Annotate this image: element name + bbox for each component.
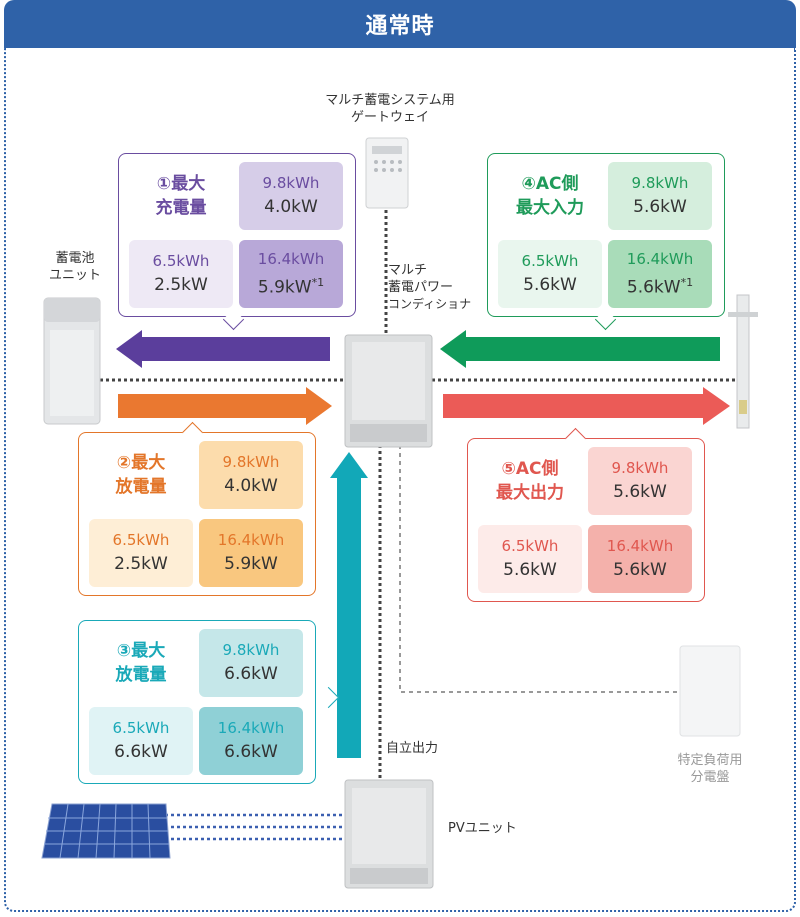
capacity-value: 6.5kWh [521, 252, 579, 270]
spec-box-2: ②最大放電量 9.8kWh 4.0kW 6.5kWh 2.5kW 16.4kWh 5.9kW [78, 432, 316, 596]
capacity-value: 6.5kWh [112, 719, 170, 737]
solar-panel [41, 803, 171, 859]
spec-cell: 6.5kWh 2.5kW [89, 519, 193, 587]
gateway-device [365, 137, 409, 209]
capacity-value: 16.4kWh [606, 537, 674, 555]
battery-unit-label: 蓄電池 ユニット [48, 251, 101, 283]
capacity-value: 9.8kWh [222, 641, 280, 659]
power-value: 6.6kW [224, 664, 278, 684]
spec-cell: 9.8kWh 4.0kW [199, 441, 303, 509]
footnote-mark: *1 [680, 275, 694, 289]
spec-box-4: ④AC側最大入力 9.8kWh 5.6kW 6.5kWh 5.6kW 16.4kWh 5.6… [487, 153, 725, 317]
power-value: 5.9kW [224, 554, 278, 574]
power-value: 2.5kW [154, 275, 208, 295]
capacity-value: 6.5kWh [501, 537, 559, 555]
spec-cell: 6.5kWh 2.5kW [129, 240, 233, 308]
capacity-value: 16.4kWh [626, 249, 694, 268]
power-conditioner-label: マルチ 蓄電パワー コンディショナ [388, 263, 472, 311]
load-panel-device [679, 645, 741, 737]
dotted-frame [4, 48, 796, 912]
power-value: 5.6kW [503, 560, 557, 580]
header-bar: 通常時 [4, 0, 796, 48]
load-panel-line [399, 445, 680, 693]
power-value: 4.0kW [224, 476, 278, 496]
utility-pole [728, 294, 758, 429]
spec-cell: 6.5kWh 5.6kW [478, 525, 582, 593]
power-conditioner-device [344, 334, 433, 448]
spec-box-title: ③最大放電量 [115, 641, 167, 685]
spec-cell: 16.4kWh 6.6kW [199, 707, 303, 775]
spec-cell: 9.8kWh 5.6kW [588, 447, 692, 515]
independent-output-label: 自立出力 [386, 741, 439, 756]
capacity-value: 9.8kWh [262, 174, 320, 192]
spec-cell: 9.8kWh 5.6kW [608, 162, 712, 230]
spec-cell: 6.5kWh 6.6kW [89, 707, 193, 775]
spec-cell: 16.4kWh 5.9kW*1 [239, 240, 343, 308]
spec-box-3: ③最大放電量 9.8kWh 6.6kW 6.5kWh 6.6kW 16.4kWh 6.6kW [78, 620, 316, 784]
power-value: 5.6kW [613, 482, 667, 502]
spec-cell: 16.4kWh 5.9kW [199, 519, 303, 587]
power-value: 6.6kW [114, 742, 168, 762]
page-title: 通常時 [365, 14, 435, 39]
spec-cell: 9.8kWh 4.0kW [239, 162, 343, 230]
spec-box-1: ①最大充電量 9.8kWh 4.0kW 6.5kWh 2.5kW 16.4kWh 5.9kW… [118, 153, 356, 317]
capacity-value: 9.8kWh [611, 459, 669, 477]
capacity-value: 6.5kWh [112, 531, 170, 549]
capacity-value: 9.8kWh [222, 453, 280, 471]
power-value: 2.5kW [114, 554, 168, 574]
spec-box-title: ①最大充電量 [155, 174, 207, 218]
capacity-value: 6.5kWh [152, 252, 210, 270]
charge-arrow [116, 330, 330, 368]
power-value: 5.6kW [613, 560, 667, 580]
power-value: 6.6kW [224, 742, 278, 762]
power-value: 5.6kW*1 [626, 275, 694, 298]
ac-input-arrow [440, 330, 720, 368]
spec-box-5: ⑤AC側最大出力 9.8kWh 5.6kW 6.5kWh 5.6kW 16.4kWh 5.6… [467, 438, 705, 602]
capacity-value: 16.4kWh [217, 719, 285, 737]
power-value: 5.6kW [633, 197, 687, 217]
power-value: 5.9kW*1 [257, 275, 325, 298]
power-value: 5.6kW [523, 275, 577, 295]
footnote-mark: *1 [311, 275, 325, 289]
load-panel-label: 特定負荷用 分電盤 [677, 753, 743, 785]
gateway-label: マルチ蓄電システム用 ゲートウェイ [325, 93, 455, 125]
spec-cell: 9.8kWh 6.6kW [199, 629, 303, 697]
capacity-value: 16.4kWh [217, 531, 285, 549]
pv-unit-device [344, 779, 434, 889]
power-value: 4.0kW [264, 197, 318, 217]
battery-unit-device [43, 297, 101, 425]
spec-cell: 16.4kWh 5.6kW*1 [608, 240, 712, 308]
capacity-value: 16.4kWh [257, 249, 325, 268]
spec-cell: 16.4kWh 5.6kW [588, 525, 692, 593]
pv-discharge-arrow [330, 452, 368, 758]
spec-cell: 6.5kWh 5.6kW [498, 240, 602, 308]
spec-box-title: ②最大放電量 [115, 453, 167, 497]
discharge-arrow [118, 387, 332, 425]
spec-box-title: ④AC側最大入力 [516, 174, 584, 218]
pv-unit-label: PVユニット [448, 821, 517, 836]
ac-output-arrow [443, 387, 730, 425]
capacity-value: 9.8kWh [631, 174, 689, 192]
spec-box-title: ⑤AC側最大出力 [496, 459, 564, 503]
